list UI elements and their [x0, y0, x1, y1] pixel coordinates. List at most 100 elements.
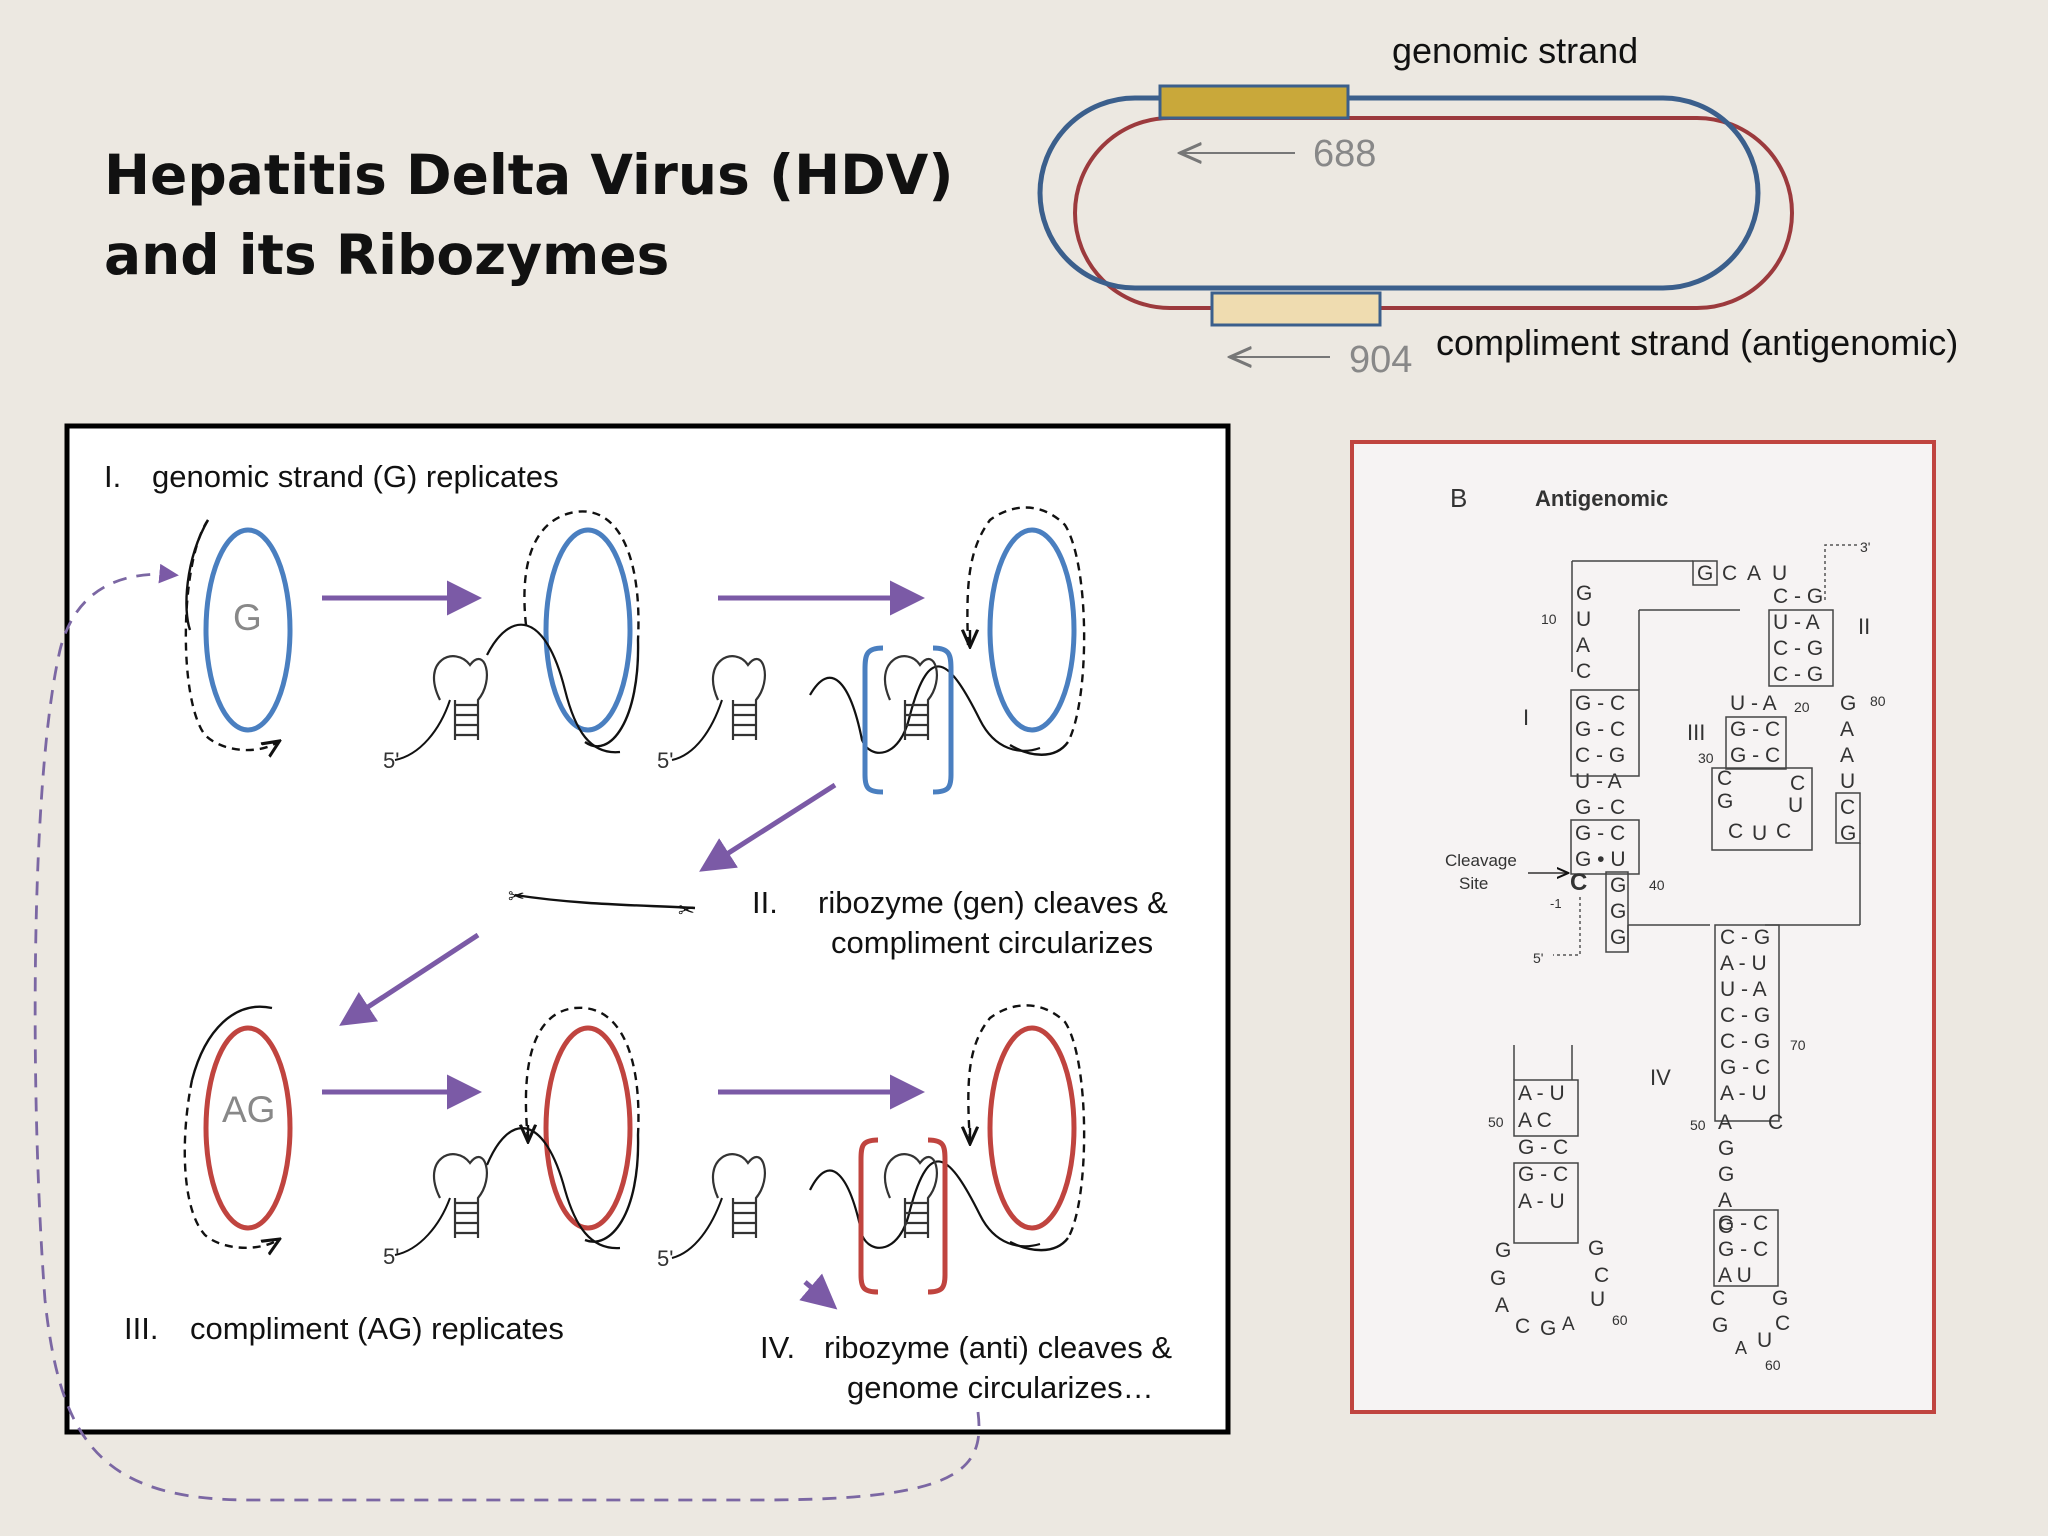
template-strand-3 — [1009, 741, 1069, 756]
five-prime-dotted — [1553, 897, 1581, 956]
replication-strand-6 — [967, 1004, 1086, 1239]
box-stem1-bottom — [1570, 819, 1640, 875]
stem2-pair-1: U - A — [1773, 611, 1820, 634]
box-loop3 — [1711, 767, 1813, 851]
stem1-pair-2: C - G — [1575, 744, 1625, 767]
right-col-0: G — [1840, 692, 1856, 715]
nt-left-3: C — [1576, 660, 1591, 683]
loop3-1: G — [1717, 790, 1733, 813]
loop3-0: C — [1717, 767, 1732, 790]
lh-loop-6: U — [1590, 1288, 1605, 1311]
five-prime-label-3: 5' — [657, 748, 673, 773]
bracket-right-antigenomic — [927, 1137, 948, 1295]
box-stem3 — [1725, 716, 1787, 770]
replication-panel-border — [64, 423, 1231, 1435]
stem4-pair-6: A - U — [1720, 1082, 1767, 1105]
step2-label-line1: ribozyme (gen) cleaves & — [818, 885, 1168, 920]
stem4-lower-0: A — [1718, 1111, 1732, 1134]
genomic-circle-3 — [987, 527, 1077, 733]
lh-loop-2: A — [1495, 1294, 1509, 1317]
five-prime-structure-label: 5' — [1533, 950, 1543, 966]
after-cleave-1: G — [1610, 900, 1626, 923]
panel-title: Antigenomic — [1535, 486, 1668, 511]
minus-one-label: -1 — [1550, 896, 1562, 911]
circle-label-g: G — [233, 597, 262, 638]
stem4-bottom-pair-1: G - C — [1718, 1238, 1768, 1261]
box-stem2 — [1768, 609, 1834, 687]
nt-left-1: U — [1576, 608, 1591, 631]
num-20: 20 — [1794, 699, 1810, 715]
bracket-right-genomic — [932, 645, 954, 795]
step4-label-line1: ribozyme (anti) cleaves & — [824, 1330, 1172, 1365]
step2-label-line2: compliment circularizes — [831, 925, 1153, 960]
nt-left-2: A — [1576, 634, 1590, 657]
lh-loop-5: A — [1562, 1314, 1575, 1335]
step4-number: IV. — [760, 1330, 795, 1365]
replication-strand-3 — [966, 506, 1086, 743]
num-60b: 60 — [1765, 1357, 1781, 1373]
panel-letter: B — [1450, 483, 1467, 513]
loop4-5: G — [1772, 1287, 1788, 1310]
genomic-strand-label: genomic strand — [1392, 30, 1638, 71]
box-stem4 — [1714, 924, 1780, 1122]
stem3-pair-0: U - A — [1730, 692, 1777, 715]
stem-label-ii: II — [1858, 614, 1870, 639]
replication-strand-1 — [184, 519, 278, 750]
stem1-pair-5: G - C — [1575, 822, 1625, 845]
stem4-pair-0: C - G — [1720, 926, 1770, 949]
bracket-left-genomic — [862, 645, 884, 795]
compliment-strand-label: compliment strand (antigenomic) — [1436, 322, 1958, 363]
ribozyme-hairpin-5 — [432, 1153, 488, 1238]
replication-panel: I. genomic strand (G) replicates II. rib… — [64, 423, 1231, 1435]
right-col-1: A — [1840, 718, 1854, 741]
loop3-2: C — [1728, 820, 1743, 843]
stem1-pair-3: U - A — [1575, 770, 1622, 793]
after-cleave-2: G — [1610, 926, 1626, 949]
lh-loop-3: C — [1515, 1315, 1530, 1338]
box-left-hairpin-bottom — [1513, 1162, 1579, 1244]
template-strand-1 — [185, 519, 210, 631]
stem4-bottom-pair-2: A U — [1718, 1264, 1752, 1287]
stem3-pair-1: G - C — [1730, 718, 1780, 741]
loop4-2: A — [1735, 1338, 1747, 1358]
antigenomic-circle-1 — [203, 1025, 293, 1231]
right-col-2: A — [1840, 744, 1854, 767]
step3-number: III. — [124, 1311, 158, 1346]
stem-label-i: I — [1523, 705, 1529, 730]
loop3-3: U — [1752, 822, 1767, 845]
stem4-pair-1: A - U — [1720, 952, 1767, 975]
row2-antigenomic: AG 5' 5' — [183, 1004, 1086, 1295]
process-arrow-7 — [799, 1273, 838, 1310]
step1-label: genomic strand (G) replicates — [152, 459, 559, 494]
left-hairpin-pair-1: A C — [1518, 1109, 1552, 1132]
step2-number: II. — [752, 885, 778, 920]
right-col-3: U — [1840, 770, 1855, 793]
lh-loop-7: C — [1594, 1264, 1609, 1287]
stem4-lower-2: G — [1718, 1163, 1734, 1186]
genomic-circle-2 — [543, 527, 633, 733]
box-right-col — [1835, 792, 1861, 844]
left-hairpin-pair-3: G - C — [1518, 1163, 1568, 1186]
title-line-2: and its Ribozymes — [104, 223, 670, 287]
cleavage-label: Cleavage — [1445, 851, 1517, 870]
stem3-pair-2: G - C — [1730, 744, 1780, 767]
rna-tail-5 — [485, 1127, 621, 1250]
step4-label-line2: genome circularizes… — [847, 1370, 1154, 1405]
genome-diagram: genomic strand 688 904 compliment strand… — [1037, 30, 1958, 381]
stem4-lower-right-c: C — [1768, 1111, 1783, 1134]
cycle-return-arrow — [33, 563, 981, 1502]
right-col-4: C — [1840, 796, 1855, 819]
loop3-4: C — [1776, 820, 1791, 843]
stem4-bottom-pair-0: G - C — [1718, 1212, 1768, 1235]
stem4-pair-3: C - G — [1720, 1004, 1770, 1027]
ribozyme-region-antigenomic — [1210, 291, 1382, 327]
nt-top-1: C — [1722, 562, 1737, 585]
box-after-cleave — [1605, 871, 1629, 953]
box-top-g — [1692, 560, 1718, 586]
left-hairpin-pair-0: A - U — [1518, 1082, 1565, 1105]
loop4-0: C — [1710, 1287, 1725, 1310]
loop4-4: C — [1775, 1312, 1790, 1335]
rna-tail-6 — [809, 1160, 1041, 1249]
